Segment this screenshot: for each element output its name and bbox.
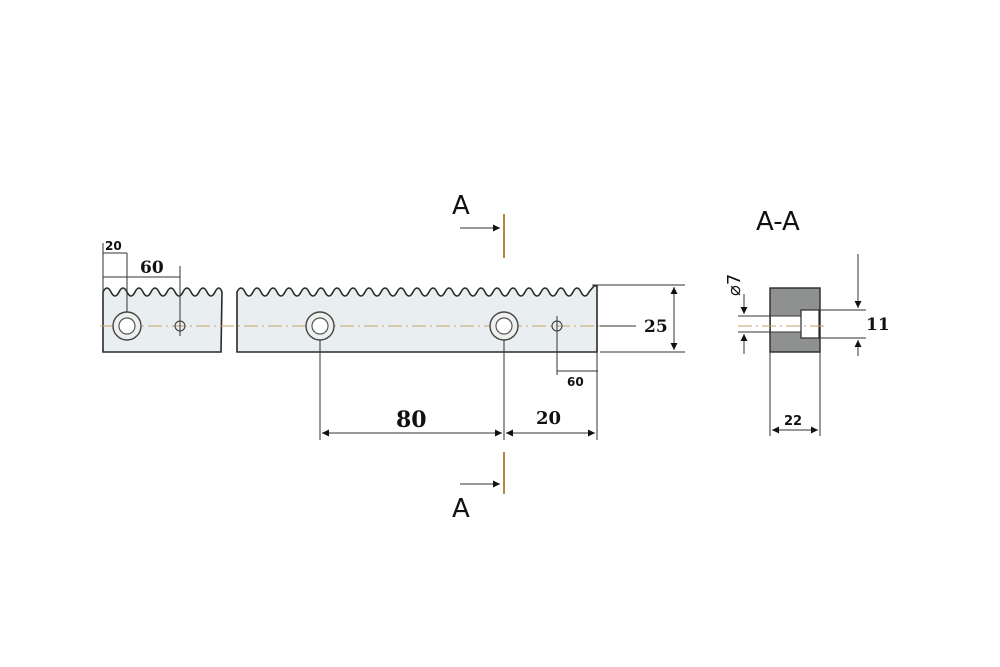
section-view-profile: [738, 287, 826, 353]
section-cut-bottom: A: [452, 452, 505, 524]
dim-22-label: 22: [784, 414, 802, 429]
dimension-60-top-left: 60: [103, 258, 181, 316]
dim-25-label: 25: [644, 317, 668, 337]
dimension-80: 80: [319, 340, 598, 440]
dimension-60-bottom-right: 60: [557, 370, 598, 389]
pin-hole-left: [174, 316, 186, 336]
dim-80-label: 80: [396, 407, 427, 433]
dimension-20-top-left: 20: [102, 239, 128, 312]
section-cut-top: A: [452, 191, 505, 258]
mounting-hole-2: [305, 311, 335, 341]
dim-20-top-left-label: 20: [105, 239, 122, 253]
dimension-20-end: 20: [506, 408, 595, 437]
dimension-25-height: 25: [592, 284, 685, 353]
dim-20-end-label: 20: [536, 408, 561, 429]
dim-60-bottom-right-label: 60: [567, 375, 584, 389]
dim-11-label: 11: [866, 315, 890, 335]
pin-hole-right: [551, 316, 563, 375]
dimension-22: 22: [769, 352, 821, 436]
dimension-11: 11: [819, 254, 890, 356]
mounting-hole-1: [112, 311, 142, 341]
section-view-title: A-A: [756, 207, 800, 237]
dim-diameter-label: ⌀7: [724, 274, 745, 296]
section-label-top: A: [452, 191, 470, 221]
dimension-diameter-7: ⌀7: [724, 274, 770, 354]
dim-60-top-left-label: 60: [140, 258, 164, 278]
rack-main-segment: [236, 285, 598, 353]
section-label-bottom: A: [452, 494, 470, 524]
mounting-hole-3: [489, 311, 519, 341]
